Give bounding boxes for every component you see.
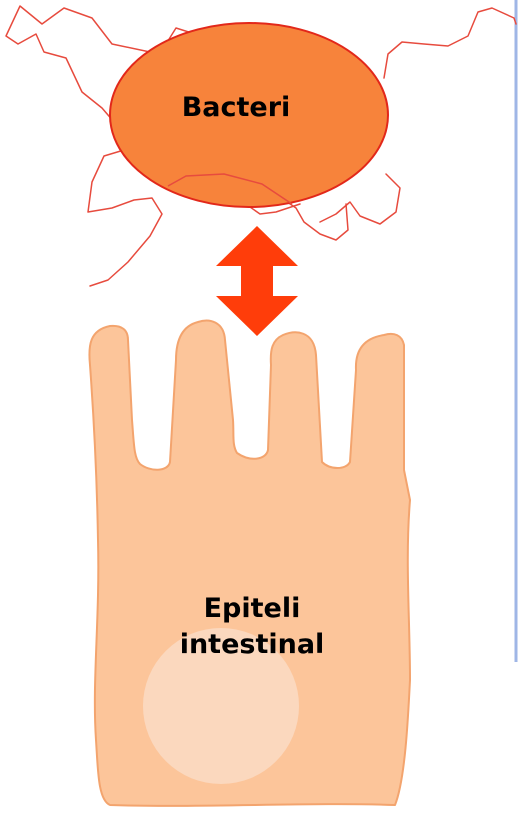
bacteria-label: Bacteri (160, 92, 312, 124)
epithelial-cell-label-line1: Epiteli (170, 591, 334, 627)
interaction-arrow (216, 226, 298, 336)
epithelial-cell-label-line2: intestinal (170, 627, 334, 663)
epithelial-cell-label: Epiteli intestinal (170, 591, 334, 663)
flagellum-right-top (384, 8, 516, 78)
